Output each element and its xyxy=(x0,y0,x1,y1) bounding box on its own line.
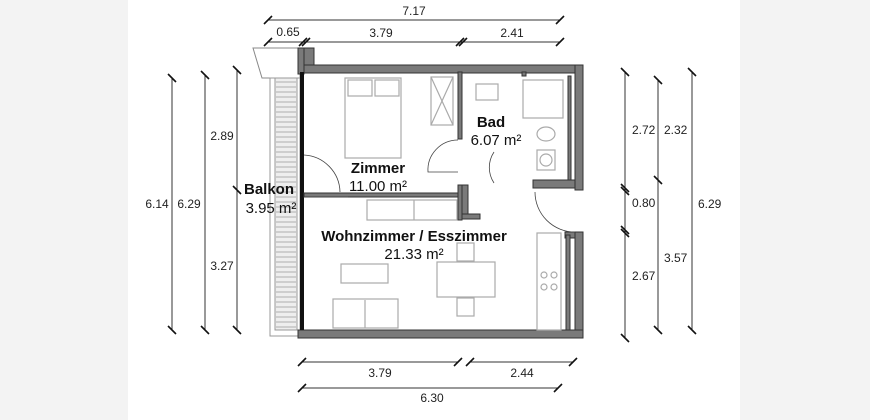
dimension-right: 2.72 0.80 2.67 2.32 3.57 6.29 xyxy=(620,67,722,343)
dim-bottom-right: 2.44 xyxy=(510,366,534,380)
dim-left-upper: 2.89 xyxy=(210,129,234,143)
sideboard xyxy=(366,199,458,221)
dim-right-a-upper: 2.72 xyxy=(632,123,656,137)
wardrobe xyxy=(430,76,454,126)
dim-left-mid: 6.29 xyxy=(177,197,201,211)
dim-bottom-total: 6.30 xyxy=(420,391,444,405)
washer xyxy=(536,149,556,171)
room-zimmer-name: Zimmer xyxy=(351,160,405,177)
dim-right-total: 6.29 xyxy=(698,197,722,211)
kitchen xyxy=(536,232,562,331)
dimension-bottom: 3.79 2.44 6.30 xyxy=(297,357,578,405)
dim-top-right: 2.41 xyxy=(500,26,524,40)
room-labels: Zimmer 11.00 m² Bad 6.07 m² Balkon 3.95 … xyxy=(244,114,521,263)
dim-left-outer: 6.14 xyxy=(145,197,169,211)
dim-left-lower: 3.27 xyxy=(210,259,234,273)
dim-right-a-lower: 2.67 xyxy=(632,269,656,283)
room-bad-area: 6.07 m² xyxy=(471,132,522,149)
dim-right-a-mid: 0.80 xyxy=(632,196,656,210)
coffee-table xyxy=(340,263,389,284)
room-zimmer-area: 11.00 m² xyxy=(349,178,407,195)
room-balkon-name: Balkon xyxy=(244,181,294,198)
dimension-top: 7.17 0.65 3.79 2.41 xyxy=(263,4,565,47)
shower xyxy=(522,79,564,119)
sink xyxy=(475,83,499,101)
dim-bottom-left: 3.79 xyxy=(368,366,392,380)
bed xyxy=(344,77,402,159)
dim-top-balcony: 0.65 xyxy=(276,25,300,39)
balcony xyxy=(252,47,301,337)
dimension-left: 6.14 6.29 2.89 3.27 xyxy=(145,65,242,335)
dim-top-total: 7.17 xyxy=(402,4,426,18)
dim-top-left: 3.79 xyxy=(369,26,393,40)
toilet xyxy=(536,126,556,142)
doors xyxy=(303,139,576,233)
dim-right-b-upper: 2.32 xyxy=(664,123,688,137)
walls xyxy=(297,47,584,339)
room-wohnzimmer-area: 21.33 m² xyxy=(384,246,443,263)
room-wohnzimmer-name: Wohnzimmer / Esszimmer xyxy=(321,228,507,245)
furniture xyxy=(332,76,564,331)
dim-right-b-lower: 3.57 xyxy=(664,251,688,265)
room-bad-name: Bad xyxy=(477,114,505,131)
dining-table xyxy=(436,261,496,298)
room-balkon-area: 3.95 m² xyxy=(246,200,297,217)
